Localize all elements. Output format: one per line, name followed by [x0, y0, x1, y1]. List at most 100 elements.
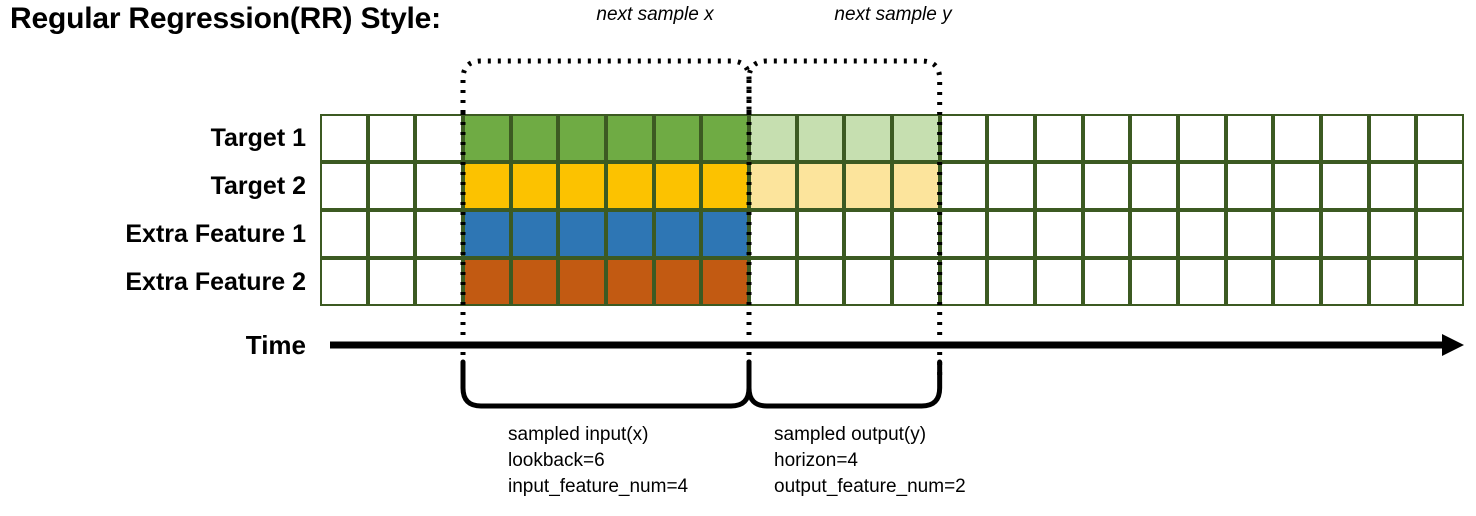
- grid-cell: [751, 164, 795, 208]
- grid-cell: [512, 164, 557, 208]
- grid-cell: [1275, 260, 1319, 304]
- grid-cell: [322, 260, 366, 304]
- grid-cell: [1037, 164, 1081, 208]
- grid-cell: [1132, 164, 1176, 208]
- grid-cell: [1323, 212, 1367, 256]
- grid-cell: [1418, 116, 1462, 160]
- grid-cell: [417, 260, 461, 304]
- grid-cell: [322, 212, 366, 256]
- grid-cell: [703, 212, 747, 256]
- axis-label-time: Time: [245, 330, 306, 360]
- grid-cell: [1370, 260, 1415, 304]
- time-axis-arrowhead: [1442, 334, 1464, 356]
- grid-cell: [465, 212, 509, 256]
- grid-cell: [1180, 116, 1224, 160]
- grid-cell: [941, 116, 986, 160]
- timeline-grid: [320, 114, 1464, 306]
- grid-cell: [560, 116, 604, 160]
- grid-cell: [846, 164, 890, 208]
- grid-cell: [1084, 164, 1129, 208]
- grid-cell: [1323, 164, 1367, 208]
- grid-cell: [894, 260, 938, 304]
- grid-cell: [1370, 212, 1415, 256]
- grid-cell: [1418, 260, 1462, 304]
- grid-cell: [369, 116, 414, 160]
- grid-cell: [751, 260, 795, 304]
- annotation-line: lookback=6: [508, 450, 605, 471]
- grid-cell: [1227, 116, 1272, 160]
- grid-cell: [846, 260, 890, 304]
- grid-cell: [512, 260, 557, 304]
- annotation-line: output_feature_num=2: [774, 476, 966, 497]
- grid-cell: [989, 116, 1033, 160]
- grid-cell: [1037, 212, 1081, 256]
- grid-cell: [703, 116, 747, 160]
- annotation-line: sampled input(x): [508, 424, 649, 445]
- grid-cell: [1037, 116, 1081, 160]
- row-label-target-2: Target 2: [210, 172, 306, 200]
- grid-cell: [369, 212, 414, 256]
- grid-cell: [1180, 212, 1224, 256]
- row-label-extra-feature-2: Extra Feature 2: [125, 268, 306, 296]
- brace-sampled-output: [746, 359, 943, 409]
- grid-cell: [417, 212, 461, 256]
- grid-cell: [1275, 116, 1319, 160]
- grid-cell: [465, 260, 509, 304]
- grid-cell: [894, 212, 938, 256]
- grid-cell: [417, 164, 461, 208]
- top-label-next-sample-y: next sample y: [834, 4, 952, 25]
- grid-cell: [608, 164, 652, 208]
- grid-cell: [369, 260, 414, 304]
- grid-cell: [512, 116, 557, 160]
- annotation-line: horizon=4: [774, 450, 858, 471]
- grid-cell: [1418, 164, 1462, 208]
- row-label-target-1: Target 1: [210, 124, 306, 152]
- annotation-sampled-output: sampled output(y) horizon=4 output_feature…: [774, 422, 966, 500]
- grid-cell: [703, 260, 747, 304]
- grid-cell: [989, 164, 1033, 208]
- grid-cell: [1227, 164, 1272, 208]
- grid-cell: [322, 116, 366, 160]
- grid-cell: [608, 116, 652, 160]
- grid-cell: [560, 164, 604, 208]
- grid-cell: [1084, 212, 1129, 256]
- page-title: Regular Regression(RR) Style:: [10, 2, 441, 35]
- grid-cell: [417, 116, 461, 160]
- grid-cell: [608, 260, 652, 304]
- grid-cell: [465, 164, 509, 208]
- grid-cell: [1132, 212, 1176, 256]
- grid-cell: [941, 164, 986, 208]
- grid-cell: [655, 212, 700, 256]
- grid-cell: [751, 116, 795, 160]
- grid-cell: [1370, 164, 1415, 208]
- grid-cell: [846, 212, 890, 256]
- grid-cell: [1323, 116, 1367, 160]
- grid-cell: [512, 212, 557, 256]
- grid-cell: [1180, 164, 1224, 208]
- grid-cell: [655, 260, 700, 304]
- grid-cell: [1180, 260, 1224, 304]
- grid-cell: [894, 164, 938, 208]
- grid-cell: [846, 116, 890, 160]
- annotation-line: sampled output(y): [774, 424, 927, 445]
- grid-cell: [1275, 164, 1319, 208]
- grid-cell: [989, 260, 1033, 304]
- grid-cell: [1227, 212, 1272, 256]
- grid-cell: [798, 212, 843, 256]
- grid-cell: [1132, 260, 1176, 304]
- grid-cell: [798, 260, 843, 304]
- grid-cell: [989, 212, 1033, 256]
- grid-cell: [941, 212, 986, 256]
- grid-cell: [703, 164, 747, 208]
- grid-cell: [369, 164, 414, 208]
- grid-cell: [560, 260, 604, 304]
- grid-cell: [655, 116, 700, 160]
- dotted-brace-next-sample-x: [460, 58, 752, 113]
- grid-cell: [1084, 260, 1129, 304]
- grid-cell: [1323, 260, 1367, 304]
- grid-cell: [798, 116, 843, 160]
- grid-cell: [655, 164, 700, 208]
- grid-cell: [798, 164, 843, 208]
